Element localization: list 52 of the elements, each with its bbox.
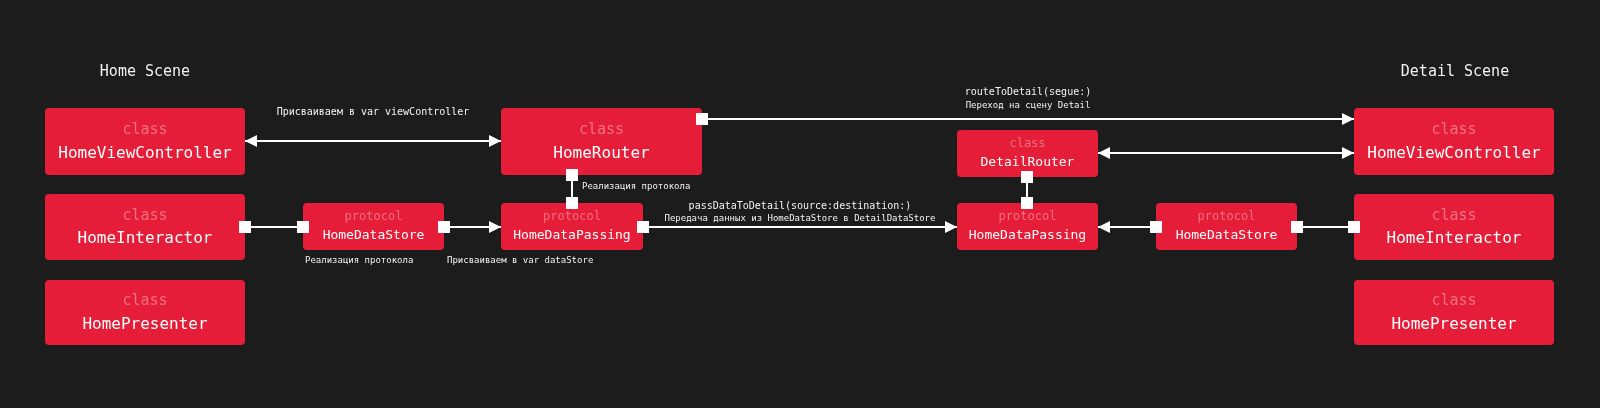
edge-label: Реализация протокола xyxy=(303,255,416,265)
class-box xyxy=(45,280,245,345)
class-box xyxy=(1354,194,1554,260)
type-keyword: class xyxy=(1009,135,1046,153)
type-name: HomeDataStore xyxy=(1175,225,1278,244)
class-box xyxy=(501,203,643,250)
type-name: HomeViewController xyxy=(58,141,232,164)
type-keyword: class xyxy=(122,290,168,312)
type-name: HomePresenter xyxy=(82,312,208,335)
connector xyxy=(1291,221,1360,233)
class-box xyxy=(45,194,245,260)
type-keyword: protocol xyxy=(998,208,1057,226)
type-name: HomeInteractor xyxy=(77,227,213,250)
type-keyword: class xyxy=(122,204,168,226)
type-keyword: class xyxy=(1431,290,1477,312)
connector xyxy=(1021,171,1033,209)
class-box xyxy=(45,108,245,175)
type-name: HomeDataPassing xyxy=(513,225,631,244)
class-box xyxy=(1354,280,1554,345)
type-name: HomeInteractor xyxy=(1386,227,1522,250)
type-keyword: class xyxy=(1431,119,1477,141)
type-name: HomePresenter xyxy=(1391,312,1517,335)
connector xyxy=(1097,147,1355,159)
edge-label: Присваиваем в var viewController xyxy=(274,106,472,117)
type-keyword: protocol xyxy=(1197,208,1256,226)
class-box xyxy=(957,130,1098,177)
connector xyxy=(637,221,958,233)
edge-note: Передача данных из HomeDataStore в DetailDataStore xyxy=(662,213,938,223)
type-name: HomeViewController xyxy=(1367,141,1541,164)
edge-note: Переход на сцену Detail xyxy=(963,100,1093,110)
type-keyword: class xyxy=(1431,204,1477,226)
class-box xyxy=(1156,203,1297,250)
connector xyxy=(696,113,1355,125)
type-keyword: class xyxy=(578,119,625,141)
connector xyxy=(244,135,502,147)
type-keyword: protocol xyxy=(543,208,601,226)
class-box xyxy=(957,203,1098,250)
type-name: HomeDataStore xyxy=(322,225,425,244)
type-name: DetailRouter xyxy=(980,152,1075,171)
class-box xyxy=(1354,108,1554,175)
edge-label: Присваиваем в var dataStore xyxy=(445,255,596,265)
class-box xyxy=(501,108,702,175)
type-name: HomeRouter xyxy=(553,141,650,164)
connector xyxy=(1097,221,1162,233)
connector xyxy=(438,221,502,233)
connector xyxy=(239,221,309,233)
class-box xyxy=(303,203,444,250)
edge-label: Реализация протокола xyxy=(580,181,693,191)
type-keyword: class xyxy=(122,119,168,141)
type-keyword: protocol xyxy=(344,208,403,226)
connector xyxy=(566,169,578,209)
type-name: HomeDataPassing xyxy=(968,225,1087,244)
